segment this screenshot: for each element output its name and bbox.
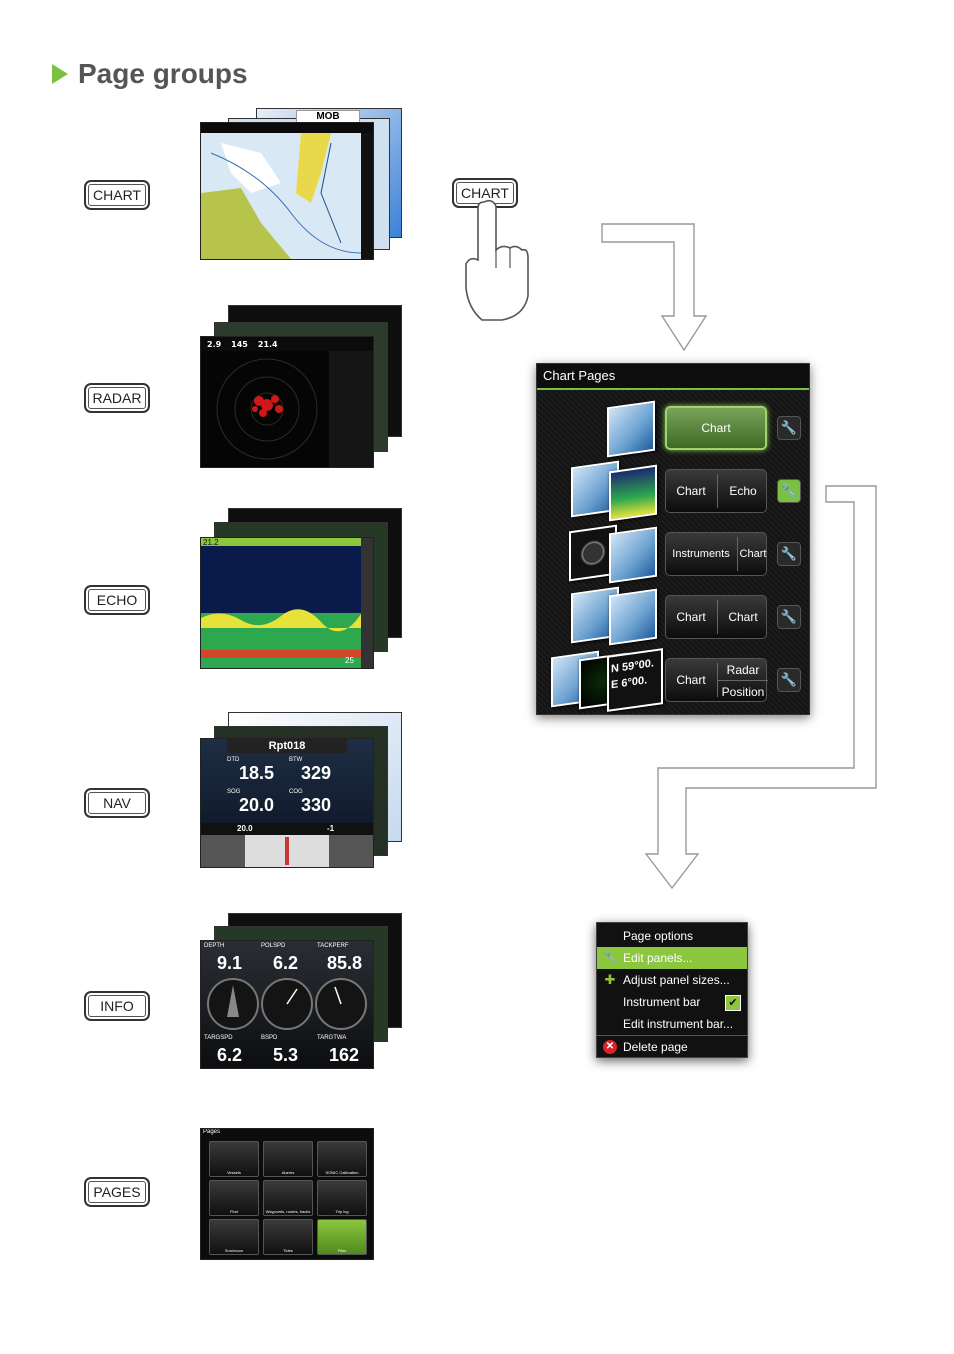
pages-tile[interactable]: Waypoints, routes, tracks — [263, 1180, 313, 1216]
pages-tile-label: Files — [337, 1248, 347, 1253]
chart-page-label: Chart — [676, 673, 706, 687]
dtd-value: 18.5 — [239, 763, 275, 783]
pages-tile-label: SONIC Calibration — [325, 1170, 359, 1175]
menu-item-adjust-panel-sizes[interactable]: ✚ Adjust panel sizes... — [604, 972, 730, 988]
chart-key[interactable]: CHART — [84, 180, 150, 210]
nav-route-title: Rpt018 — [227, 739, 347, 753]
pages-tile-label: Tides — [283, 1248, 293, 1253]
echo-depth-top: 21.2 — [203, 538, 219, 547]
pointing-hand-icon — [465, 199, 529, 321]
menu-item-delete-page[interactable]: ✕ Delete page — [597, 1036, 747, 1058]
pages-tile-label: Waypoints, routes, tracks — [265, 1209, 311, 1214]
menu-item-instrument-bar[interactable]: Instrument bar ✔ — [597, 991, 747, 1013]
pages-tile[interactable]: Vessels — [209, 1141, 259, 1177]
polspd-label: POLSPD — [261, 943, 286, 949]
sog-value: 20.0 — [239, 795, 275, 815]
radar-screenshot: 2.9 145 21.4 — [200, 336, 374, 468]
page-options-menu: Page options 🔧 Edit panels... ✚ Adjust p… — [596, 922, 748, 1058]
section-bullet-icon — [52, 64, 68, 84]
pages-tile[interactable]: Trip log — [317, 1180, 367, 1216]
depth-label: DEPTH — [204, 943, 225, 949]
targtwa-value: 162 — [329, 1045, 360, 1065]
chart-screenshot — [200, 122, 374, 260]
chart-page-button-3[interactable]: Instruments Chart — [665, 532, 767, 576]
menu-item-edit-instrument-bar[interactable]: Edit instrument bar... — [623, 1017, 734, 1031]
nav-key[interactable]: NAV — [84, 788, 150, 818]
chart-page-label: Chart — [676, 610, 706, 624]
depth-value: 9.1 — [217, 953, 243, 973]
pages-tile[interactable]: Alarms — [263, 1141, 313, 1177]
targspd-label: TARGSPD — [204, 1035, 233, 1041]
xte-right: -1 — [327, 824, 335, 833]
pages-key[interactable]: PAGES — [84, 1177, 150, 1207]
bspd-label: BSPD — [261, 1035, 278, 1041]
cog-label: COG — [289, 789, 303, 795]
chart-page-button-2[interactable]: Chart Echo — [665, 469, 767, 513]
cog-value: 330 — [301, 795, 332, 815]
wrench-icon: 🔧 — [603, 952, 617, 963]
chart-page-label: Chart — [728, 610, 758, 624]
bspd-value: 5.3 — [273, 1045, 299, 1065]
pages-tile-label: Sun/moon — [224, 1248, 244, 1253]
data-bar-value-1: 2.9 — [207, 339, 222, 349]
info-screenshot: DEPTH 9.1 POLSPD 6.2 TACKPERF 85.8 TARGS… — [200, 940, 374, 1069]
pages-tile[interactable]: Sun/moon — [209, 1219, 259, 1255]
pages-tile[interactable]: Files — [317, 1219, 367, 1255]
position-page-label: Position — [721, 685, 765, 699]
pages-tile-label: Vessels — [227, 1170, 241, 1175]
sog-label: SOG — [227, 789, 241, 795]
wrench-icon[interactable]: 🔧 — [777, 605, 801, 629]
wrench-icon[interactable]: 🔧 — [777, 416, 801, 440]
checkbox-checked-icon[interactable]: ✔ — [725, 995, 741, 1011]
chart-page-label: Chart — [676, 484, 706, 498]
arrow-connector-icon — [644, 485, 877, 890]
chart-page-label: Chart — [701, 421, 731, 435]
pages-tile-label: Alarms — [281, 1170, 295, 1175]
tackperf-value: 85.8 — [327, 953, 363, 973]
tackperf-label: TACKPERF — [317, 943, 349, 949]
targtwa-label: TARGTWA — [317, 1035, 347, 1041]
pages-tile-label: Trip log — [335, 1209, 349, 1214]
btw-value: 329 — [301, 763, 332, 783]
data-bar-value-2: 145 — [231, 339, 248, 349]
chart-pages-title: Chart Pages — [537, 364, 809, 390]
instruments-page-label: Instruments — [672, 548, 730, 560]
pages-tile[interactable]: Find — [209, 1180, 259, 1216]
echo-screenshot: 21.2 25 — [200, 537, 374, 669]
delete-icon: ✕ — [603, 1040, 617, 1054]
wrench-icon[interactable]: 🔧 — [777, 479, 801, 503]
pages-tile[interactable]: Tides — [263, 1219, 313, 1255]
btw-label: BTW — [289, 757, 303, 763]
chart-page-label: Chart — [739, 548, 767, 560]
chart-thumbnail — [607, 400, 655, 458]
chart-page-button-4[interactable]: Chart Chart — [665, 595, 767, 639]
polspd-value: 6.2 — [273, 953, 299, 973]
page-title: Page groups — [78, 58, 248, 89]
menu-item-edit-panels[interactable]: 🔧 Edit panels... — [597, 947, 747, 969]
wrench-icon[interactable]: 🔧 — [777, 668, 801, 692]
chart-pages-dialog: Chart Pages Chart 🔧 Chart Echo 🔧 Instrum… — [536, 363, 810, 715]
page-options-title: Page options — [623, 929, 694, 943]
echo-page-label: Echo — [729, 484, 757, 498]
chart-page-button-5[interactable]: Chart Radar Position — [665, 658, 768, 702]
radar-key[interactable]: RADAR — [84, 383, 150, 413]
nav-screenshot: Rpt018 DTD 18.5 BTW 329 SOG 20.0 COG 330… — [200, 738, 374, 868]
move-icon: ✚ — [604, 972, 616, 987]
echo-depth-bottom: 25 — [345, 656, 354, 665]
radar-page-label: Radar — [726, 663, 760, 677]
pages-tile[interactable]: SONIC Calibration — [317, 1141, 367, 1177]
info-key[interactable]: INFO — [84, 991, 150, 1021]
chart-page-button-1[interactable]: Chart — [665, 406, 767, 450]
data-bar-value-3: 21.4 — [257, 339, 278, 349]
pages-header: Pages — [203, 1129, 221, 1135]
dtd-label: DTD — [227, 757, 240, 763]
xte-left: 20.0 — [237, 824, 253, 833]
targspd-value: 6.2 — [217, 1045, 243, 1065]
wrench-icon[interactable]: 🔧 — [777, 542, 801, 566]
arrow-down-icon — [601, 223, 708, 352]
pages-tile-label: Find — [230, 1209, 238, 1214]
echo-key[interactable]: ECHO — [84, 585, 150, 615]
